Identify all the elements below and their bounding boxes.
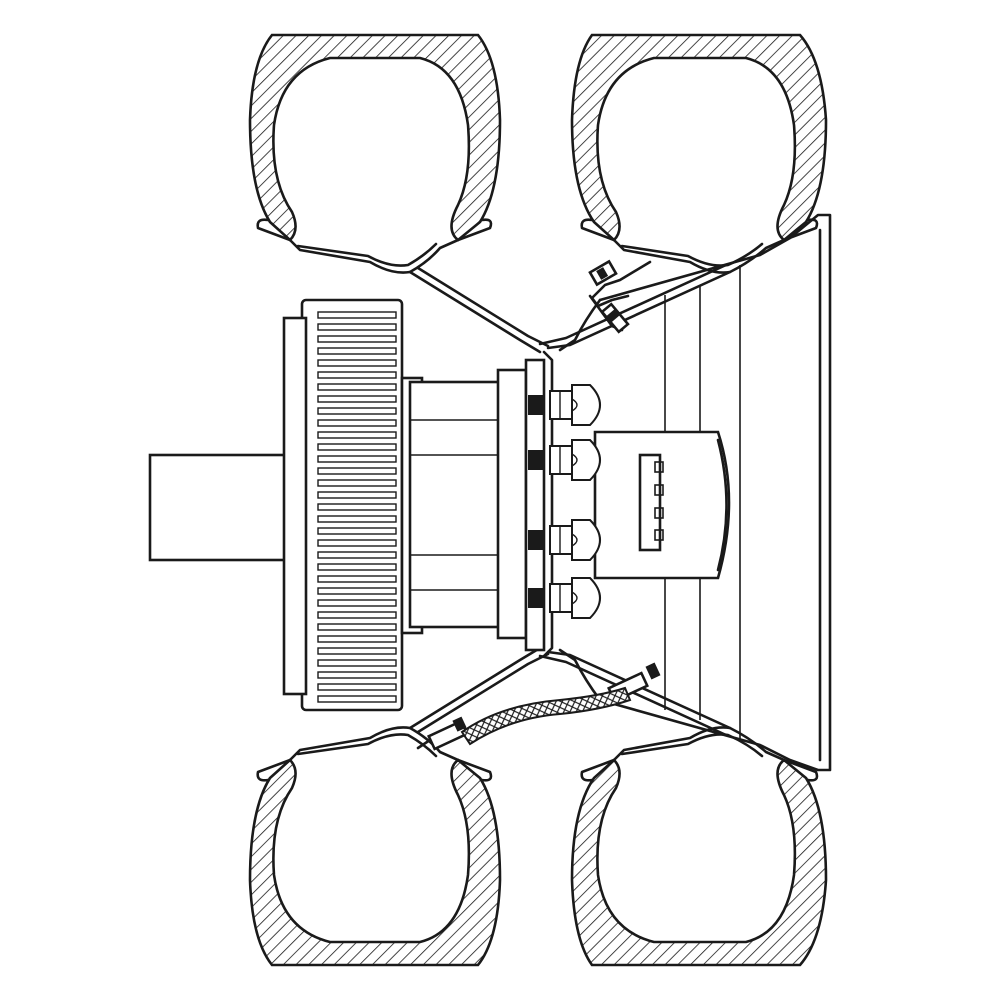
lug-nut: [528, 439, 601, 481]
drum-fin: [317, 419, 397, 427]
drum-fin: [317, 587, 397, 595]
drum-fin: [317, 395, 397, 403]
drum-fin: [317, 515, 397, 523]
wheel-hub: [408, 350, 554, 658]
drum-fin: [317, 659, 397, 667]
drum-fin: [317, 503, 397, 511]
drum-fin: [317, 635, 397, 643]
drum-fin: [317, 431, 397, 439]
drum-fin: [317, 683, 397, 691]
lug-nut: [528, 384, 601, 426]
lug-nuts: [528, 384, 601, 619]
tire-inner-left-bottom: [248, 758, 502, 967]
drum-fin: [317, 383, 397, 391]
wheel-rims: [288, 238, 786, 762]
lug-nut: [528, 519, 601, 561]
tire-inner-right-bottom: [570, 758, 828, 967]
drum-fin: [317, 671, 397, 679]
drum-fin: [317, 563, 397, 571]
drum-fin: [317, 371, 397, 379]
drum-fin: [317, 527, 397, 535]
drum-fin: [317, 623, 397, 631]
drum-fin: [317, 575, 397, 583]
valve-extension-hose: [460, 686, 632, 746]
drum-fin: [317, 479, 397, 487]
drum-fin: [317, 359, 397, 367]
drum-fin: [317, 467, 397, 475]
tire-outer-left-top: [248, 33, 502, 242]
axle-shaft: [148, 453, 287, 562]
drum-fin: [317, 455, 397, 463]
drum-fin: [317, 443, 397, 451]
drum-fin: [317, 323, 397, 331]
drum-fin: [317, 551, 397, 559]
drum-fin: [317, 335, 397, 343]
tire-outer-right-top: [570, 33, 828, 242]
drum-fin: [317, 311, 397, 319]
hub-cap: [593, 430, 731, 580]
brake-drum: [282, 298, 424, 712]
drum-fin: [317, 347, 397, 355]
drum-fin: [317, 539, 397, 547]
drum-fin: [317, 599, 397, 607]
valve-stems: [416, 259, 661, 751]
drum-fin: [317, 407, 397, 415]
drum-fin: [317, 491, 397, 499]
drum-fin: [317, 647, 397, 655]
drum-fin: [317, 695, 397, 703]
lug-nut: [528, 577, 601, 619]
drum-fin: [317, 611, 397, 619]
